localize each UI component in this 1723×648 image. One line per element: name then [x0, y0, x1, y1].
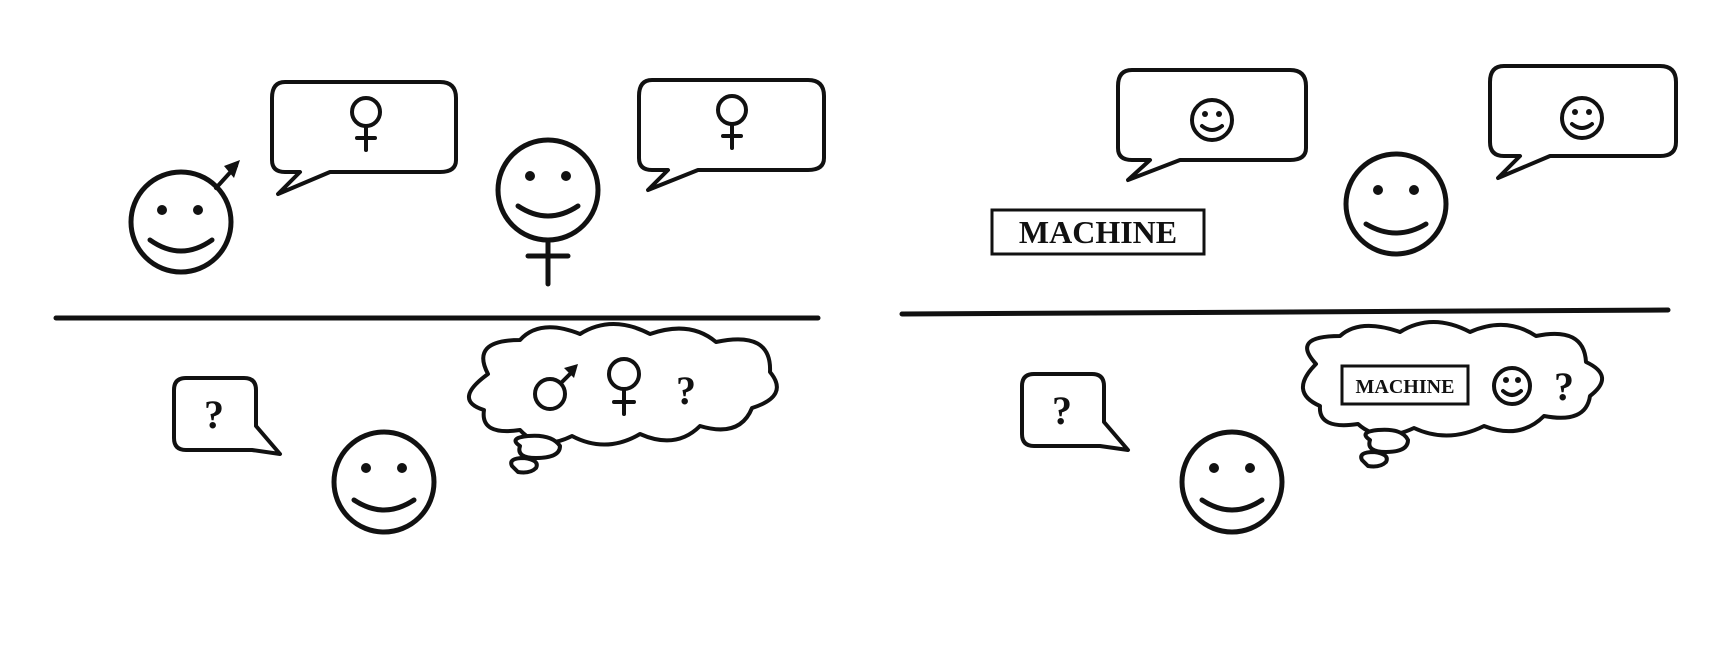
- smiley-face-icon: [495, 137, 601, 243]
- male-player: [128, 160, 240, 275]
- speech-bubble-2: [637, 78, 826, 192]
- right-divider: [899, 307, 1671, 317]
- question-bubble-right: ?: [1020, 372, 1130, 452]
- smiley-face-icon: [1190, 98, 1234, 142]
- left-panel: ? ?: [53, 78, 826, 535]
- speech-bubble-1: [270, 80, 458, 196]
- male-symbol-icon: [533, 364, 578, 411]
- female-symbol-icon: [525, 237, 571, 287]
- speech-bubble-3: [1116, 68, 1308, 182]
- question-mark-right: ?: [1052, 388, 1072, 433]
- thought-cloud: ?: [466, 322, 779, 475]
- cloud-question-mark: ?: [676, 368, 696, 413]
- machine-label: MACHINE: [1019, 214, 1177, 250]
- smiley-face-icon: [1560, 96, 1604, 140]
- smiley-face-icon: [331, 429, 437, 535]
- smiley-face-icon: [128, 169, 234, 275]
- interrogator-right: [1179, 429, 1285, 535]
- speech-bubble-4: [1488, 64, 1678, 180]
- machine-box: MACHINE: [990, 208, 1206, 256]
- male-symbol-icon: [214, 160, 240, 190]
- female-symbol-icon: [350, 96, 382, 152]
- human-player: [1343, 151, 1449, 257]
- smiley-face-icon: [1179, 429, 1285, 535]
- female-player: [495, 137, 601, 287]
- cloud-question-mark-right: ?: [1554, 364, 1574, 409]
- female-symbol-icon: [607, 357, 641, 416]
- interrogator: [331, 429, 437, 535]
- right-panel: MACHINE: [899, 64, 1678, 535]
- smiley-face-icon: [1492, 366, 1532, 406]
- machine-label-small: MACHINE: [1356, 376, 1455, 398]
- female-symbol-icon: [716, 94, 748, 150]
- smiley-face-icon: [1343, 151, 1449, 257]
- question-mark: ?: [204, 392, 224, 437]
- thought-cloud-right: MACHINE ?: [1301, 320, 1604, 469]
- question-bubble: ?: [172, 376, 282, 456]
